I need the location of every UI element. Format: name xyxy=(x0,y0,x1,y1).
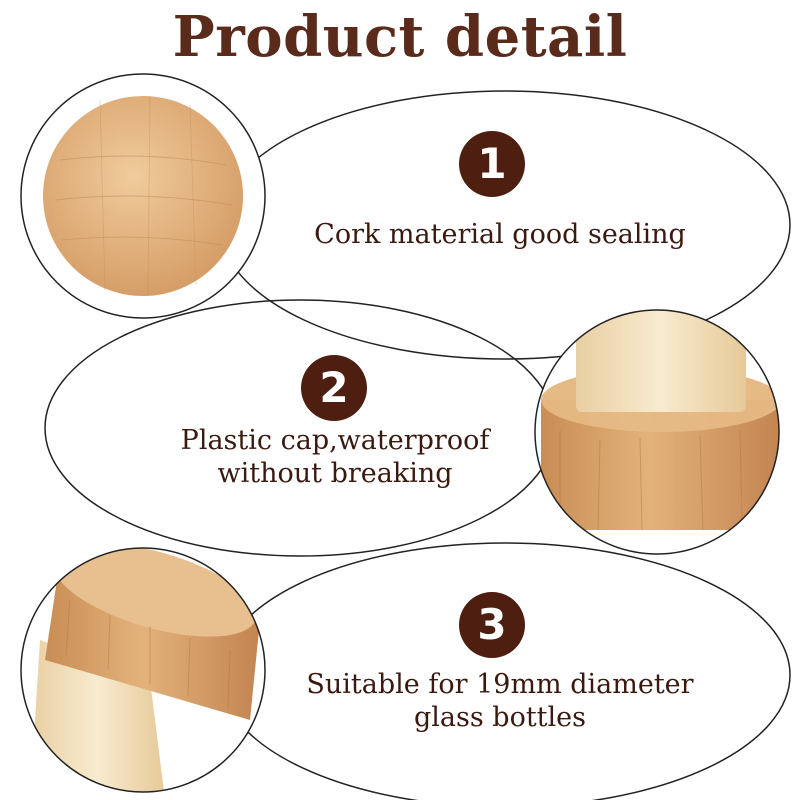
feature-1-number-badge: 1 xyxy=(459,131,525,197)
feature-2-text: Plastic cap,waterproof without breaking xyxy=(160,424,510,490)
stopper-angle-image xyxy=(20,547,266,793)
feature-1-text: Cork material good sealing xyxy=(300,218,700,251)
feature-2-line-1: Plastic cap,waterproof xyxy=(180,425,490,456)
feature-1-line-1: Cork material good sealing xyxy=(314,219,686,250)
feature-3-line-2: glass bottles xyxy=(413,702,587,733)
cork-top-image xyxy=(20,73,266,319)
plastic-cap-image xyxy=(534,309,780,555)
feature-3-number-badge: 3 xyxy=(459,592,525,658)
feature-2-line-2: without breaking xyxy=(217,458,453,489)
feature-3-text: Suitable for 19mm diameter glass bottles xyxy=(290,668,710,734)
feature-2-number-badge: 2 xyxy=(301,355,367,421)
page-title: Product detail xyxy=(172,4,628,70)
feature-3-line-1: Suitable for 19mm diameter xyxy=(306,669,694,700)
